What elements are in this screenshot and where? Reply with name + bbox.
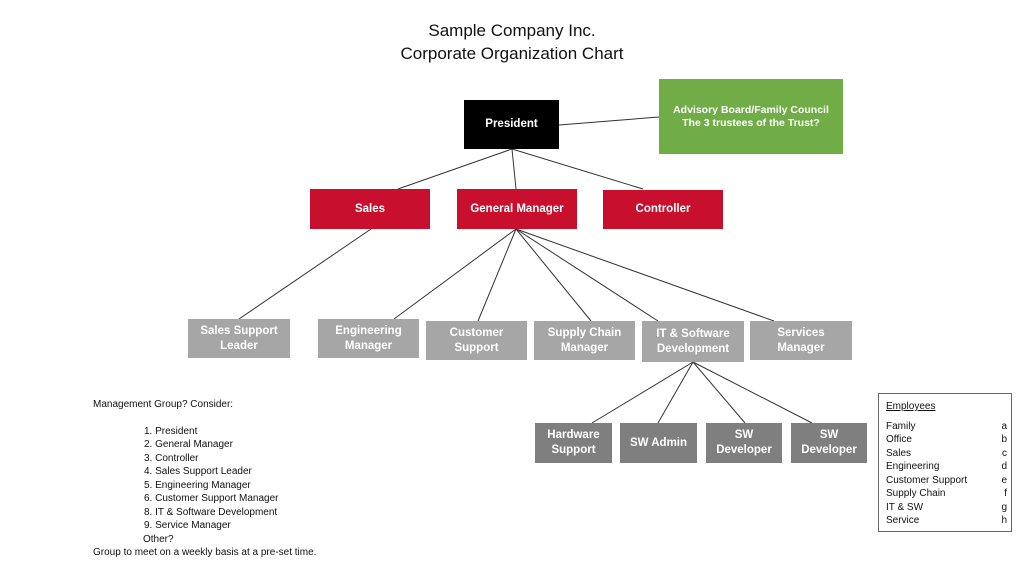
employee-label: Service [886,515,920,526]
edge-gm-services-manager [515,228,775,322]
node-advisory-board[interactable]: Advisory Board/Family Council The 3 trus… [659,79,843,154]
employee-code: b [1001,434,1007,445]
edge-president-advisory [558,116,660,126]
node-it-software-development[interactable]: IT & Software Development [642,321,744,362]
edge-gm-it-software [515,228,659,322]
notes-item: 9. Service Manager [144,520,231,531]
node-supply-chain-manager[interactable]: Supply Chain Manager [534,321,635,360]
edge-it-sw-developer-1 [692,361,746,424]
employee-row: Sales c [886,447,1007,461]
employee-code: a [1001,420,1007,432]
node-sw-admin[interactable]: SW Admin [620,423,697,463]
notes-footer: Group to meet on a weekly basis at a pre… [93,547,317,558]
notes-list: 1. President 2. General Manager 3. Contr… [93,425,316,533]
edge-gm-supply-chain [515,228,592,322]
chart-title: Sample Company Inc. [428,21,596,40]
notes-item: 8. IT & Software Development [144,506,278,518]
employee-code: e [1001,474,1007,486]
notes-item: 1. President [144,425,198,437]
employee-row: Family a [886,420,1007,434]
node-sales-support-leader[interactable]: Sales Support Leader [188,319,290,358]
employee-code: g [1001,501,1007,513]
employee-label: Sales [886,447,912,459]
edge-president-sales [397,148,513,190]
employee-label: Supply Chain [886,488,946,499]
notes-item: 6. Customer Support Manager [144,493,279,504]
employee-row: Office b [886,433,1007,447]
employees-heading: Employees [886,401,936,412]
employee-code: d [1001,461,1007,472]
notes-other: Other? [143,533,174,545]
employee-label: Customer Support [886,474,968,486]
employee-row: Supply Chain f [886,487,1007,501]
edge-it-sw-admin [657,361,694,424]
employee-label: IT & SW [886,501,924,513]
employee-code: f [1004,488,1007,499]
edge-president-controller [511,148,644,190]
node-engineering-manager[interactable]: Engineering Manager [318,319,419,358]
node-president[interactable]: President [464,100,559,149]
notes-heading: Management Group? Consider: [93,399,234,410]
notes-item: 3. Controller [144,452,199,464]
employee-label: Engineering [886,461,940,472]
employee-label: Office [886,434,912,445]
chart-subtitle: Corporate Organization Chart [400,44,624,63]
employee-code: c [1002,447,1007,459]
employee-row: Engineering d [886,460,1007,474]
node-sw-developer-2[interactable]: SW Developer [791,423,867,463]
node-controller[interactable]: Controller [603,190,723,229]
employee-row: Service h [886,514,1007,528]
employee-row: Customer Support e [886,474,1007,488]
node-customer-support[interactable]: Customer Support [426,321,527,360]
edge-gm-customer-support [477,228,517,322]
notes-item: 5. Engineering Manager [144,479,251,491]
notes-item: 4. Sales Support Leader [144,466,252,477]
edge-president-general-manager [511,148,517,190]
node-sales[interactable]: Sales [310,189,430,229]
node-hardware-support[interactable]: Hardware Support [535,423,612,463]
employee-code: h [1001,515,1007,526]
node-general-manager[interactable]: General Manager [457,189,577,229]
edge-sales-sales-support-leader [238,228,372,320]
management-group-notes: Management Group? Consider: 1. President… [93,398,316,560]
node-services-manager[interactable]: Services Manager [750,321,852,360]
edge-it-hardware-support [591,361,694,424]
node-sw-developer-1[interactable]: SW Developer [706,423,782,463]
employee-label: Family [886,420,916,432]
edge-it-sw-developer-2 [692,361,813,424]
employees-legend: Employees Family a Office b Sales c Enginee… [878,393,1012,532]
notes-item: 2. General Manager [144,439,233,450]
employee-row: IT & SW g [886,501,1007,515]
edge-gm-engineering-manager [393,228,517,320]
